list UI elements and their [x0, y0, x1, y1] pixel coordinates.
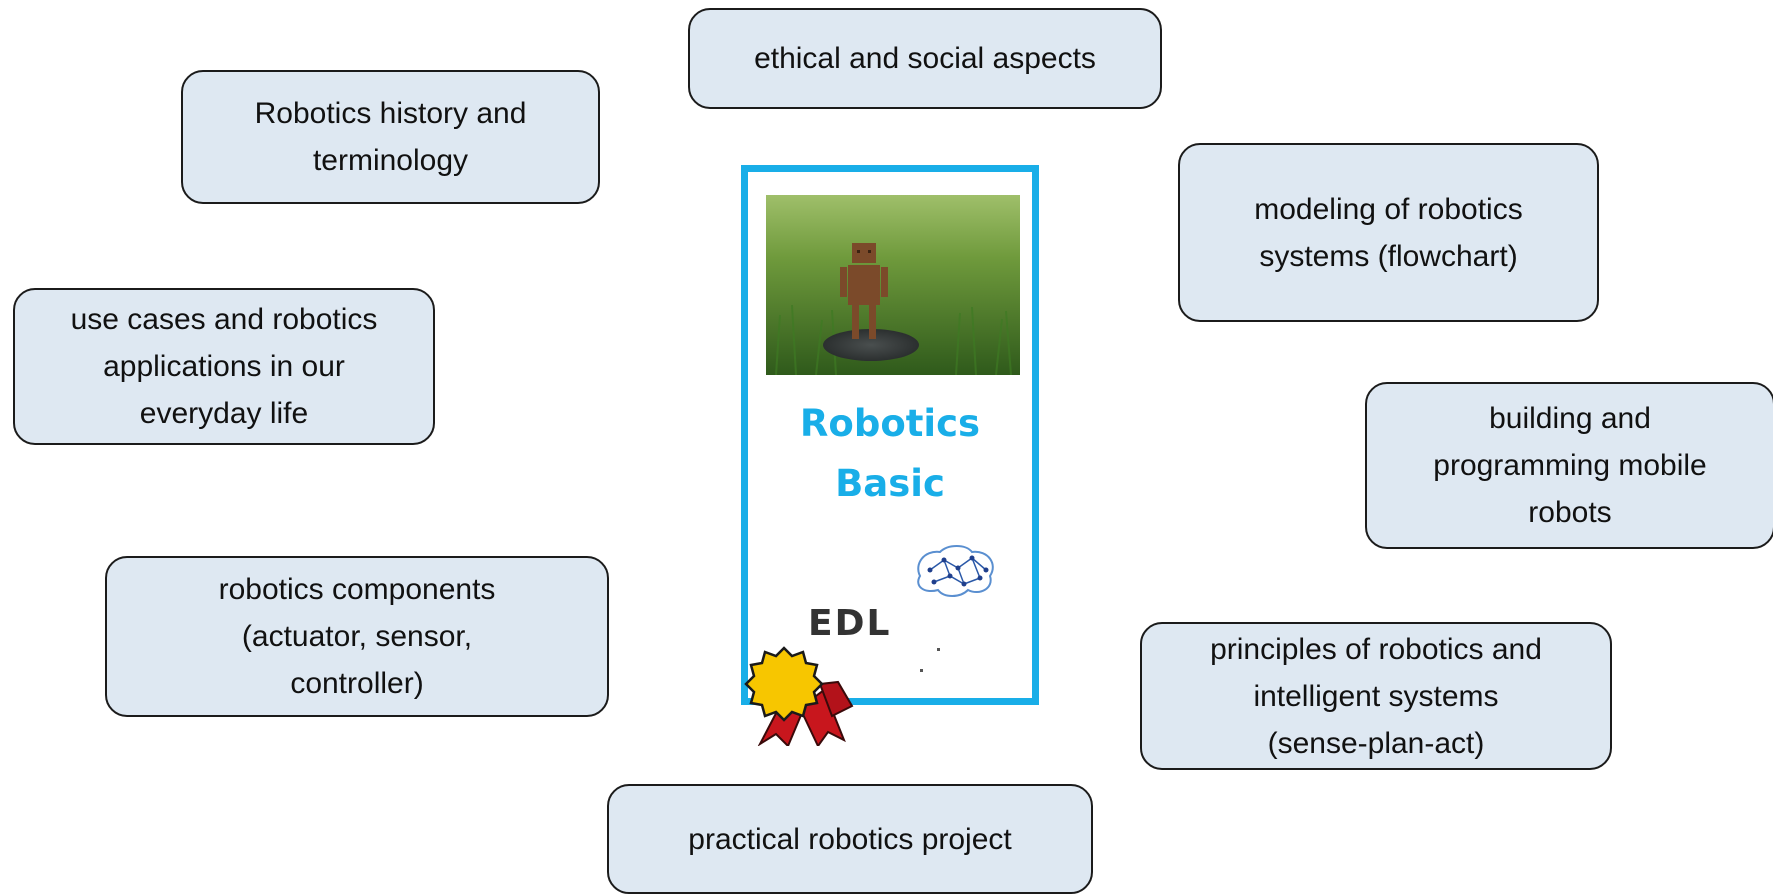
course-title: Robotics Basic	[748, 394, 1032, 514]
topic-line: use cases and robotics	[70, 303, 378, 336]
topic-line: applications in our	[103, 350, 345, 383]
topic-line: building and	[1489, 402, 1651, 435]
course-title-line: Robotics	[799, 402, 981, 445]
topic-line: systems (flowchart)	[1259, 239, 1518, 273]
topic-line: practical robotics project	[688, 822, 1012, 856]
topic-practical-project: practical robotics project	[607, 784, 1093, 894]
topic-modeling: modeling of robotics systems (flowchart)	[1178, 143, 1599, 322]
topic-line: modeling of robotics	[1254, 192, 1523, 226]
edl-logo: EDL	[808, 603, 892, 644]
wooden-robot-on-grass-photo	[766, 195, 1020, 375]
topic-use-cases: use cases and robotics applications in o…	[13, 288, 435, 445]
topic-line: terminology	[312, 144, 469, 177]
topic-line: intelligent systems	[1253, 679, 1499, 713]
course-card: Robotics Basic EDL	[741, 165, 1039, 705]
topic-line: programming mobile	[1433, 449, 1707, 482]
topic-line: robots	[1528, 496, 1612, 529]
topic-line: ethical and social aspects	[754, 42, 1096, 75]
award-badge-icon	[744, 646, 854, 746]
topic-components: robotics components (actuator, sensor, c…	[105, 556, 609, 717]
topic-line: everyday life	[139, 397, 309, 430]
topic-line: (actuator, sensor,	[241, 620, 473, 653]
topic-line: controller)	[290, 667, 424, 700]
topic-line: principles of robotics and	[1210, 632, 1542, 666]
logo-dot	[937, 648, 940, 651]
topic-principles: principles of robotics and intelligent s…	[1140, 622, 1612, 770]
topic-building-programming: building and programming mobile robots	[1365, 382, 1773, 549]
topic-line: Robotics history and	[254, 97, 527, 130]
topic-history-terminology: Robotics history and terminology	[181, 70, 600, 204]
course-title-line: Basic	[835, 462, 945, 505]
topic-line: robotics components	[218, 573, 496, 606]
topic-line: (sense-plan-act)	[1267, 726, 1485, 760]
logo-dot	[920, 669, 923, 672]
brain-network-icon	[917, 545, 994, 597]
topic-ethical-social: ethical and social aspects	[688, 8, 1162, 109]
